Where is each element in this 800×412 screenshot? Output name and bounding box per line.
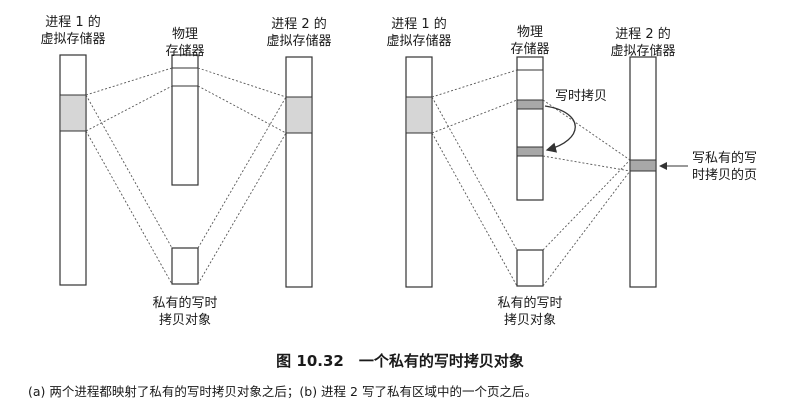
panel-b-mapping-lines [431,69,631,287]
panel-a-object-box [171,247,199,285]
panel-b-phys-page-orig [516,99,544,110]
panel-a-vm1-bar [59,54,87,286]
panel-b-vm2-label: 进程 2 的 虚拟存储器 [610,27,676,59]
figure-caption-title: 图 10.32 一个私有的写时拷贝对象 [276,352,524,370]
panel-a-vm2-label: 进程 2 的 虚拟存储器 [266,17,332,49]
panel-b-phys-page-shared [516,69,544,101]
panel-a [59,54,313,288]
panel-a-vm1-label: 进程 1 的 虚拟存储器 [40,15,106,47]
panel-b-vm2-page [629,159,657,172]
panel-b-object-label: 私有的写时 拷贝对象 [497,296,563,328]
panel-a-phys-page [171,67,199,87]
panel-b [405,56,688,288]
panel-b-object-box [516,249,544,287]
panel-b-vm1-label: 进程 1 的 虚拟存储器 [386,17,452,49]
panel-a-phys-label: 物理 存储器 [165,27,205,59]
panel-a-vm2-bar [285,56,313,288]
panel-b-phys-page-copy [516,146,544,157]
panel-a-object-label: 私有的写时 拷贝对象 [152,296,218,328]
panel-a-mapping-lines [85,67,287,285]
panel-b-vm2-bar [629,56,657,288]
panel-a-vm2-page [285,96,313,134]
panel-b-vm1-bar [405,56,433,288]
panel-b-cow-page-label: 写私有的写 时拷贝的页 [692,151,758,183]
panel-b-copy-arrow [544,105,576,153]
panel-a-vm1-page [59,94,87,132]
panel-b-phys-label: 物理 存储器 [510,25,550,57]
panel-b-copy-label: 写时拷贝 [555,89,608,104]
figure-caption-subtitle: (a) 两个进程都映射了私有的写时拷贝对象之后；(b) 进程 2 写了私有区域中… [28,384,537,399]
panel-b-vm1-page [405,96,433,134]
